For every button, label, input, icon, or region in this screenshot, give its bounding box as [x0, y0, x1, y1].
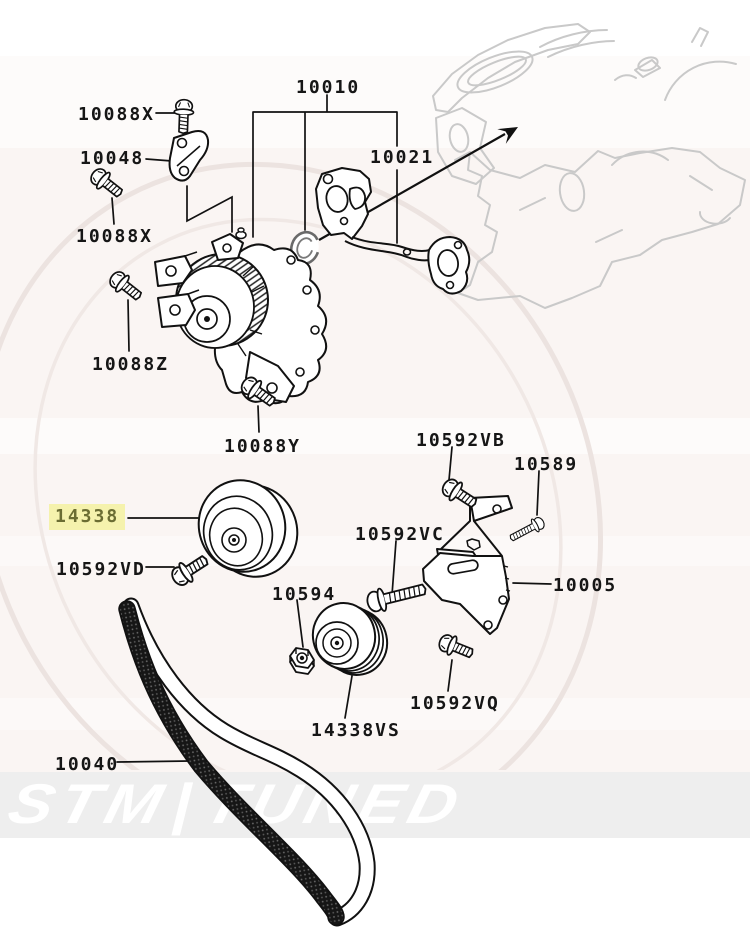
part-label-10021[interactable]: 10021: [370, 147, 435, 168]
part-label-14338-highlighted[interactable]: 14338: [49, 504, 126, 530]
leader-lines: [111, 94, 552, 763]
part-label-10592vq[interactable]: 10592VQ: [410, 693, 500, 714]
tensioner-pulley-drawing: [311, 602, 389, 676]
part-label-10589[interactable]: 10589: [514, 454, 579, 475]
part-label-10592vd[interactable]: 10592VD: [56, 559, 146, 580]
part-label-10005[interactable]: 10005: [553, 575, 618, 596]
bolt-10088x-top-drawing: [172, 98, 195, 135]
part-label-10592vc[interactable]: 10592VC: [355, 524, 445, 545]
nut-10594-drawing: [289, 647, 315, 675]
part-label-10088z[interactable]: 10088Z: [92, 354, 170, 375]
watermark-band: STM|TUNED: [0, 772, 750, 838]
bolt-10592vq-drawing: [435, 630, 477, 664]
gasket-drawing: [315, 167, 471, 295]
part-label-10088x-top[interactable]: 10088X: [78, 104, 156, 125]
background-stripe: [0, 536, 750, 566]
bracket-10048-drawing: [168, 130, 210, 182]
bolt-10592vd-drawing: [167, 549, 214, 591]
part-label-10010[interactable]: 10010: [296, 77, 361, 98]
part-label-10594[interactable]: 10594: [272, 584, 337, 605]
part-label-10048[interactable]: 10048: [80, 148, 145, 169]
part-label-10040[interactable]: 10040: [55, 754, 120, 775]
bolt-10088z-drawing: [105, 267, 147, 306]
watermark-swoosh: [0, 161, 603, 770]
background-stripe: [0, 418, 750, 454]
ghost-engine-outline: [432, 23, 746, 309]
part-label-14338vs[interactable]: 14338VS: [311, 720, 401, 741]
bolt-10592vc-drawing: [364, 576, 430, 616]
background-stripe: [0, 698, 750, 730]
water-pump-drawing: [154, 227, 328, 405]
part-label-10592vb[interactable]: 10592VB: [416, 430, 506, 451]
part-label-10088y[interactable]: 10088Y: [224, 436, 302, 457]
belt-drawing: [118, 597, 376, 927]
bolt-10088x-lower-drawing: [86, 164, 128, 203]
background-stripe: [0, 56, 750, 148]
part-label-10088x-lower[interactable]: 10088X: [76, 226, 154, 247]
bracket-10005-drawing: [422, 495, 513, 635]
idler-pulley-drawing: [197, 479, 299, 578]
bolt-10589-drawing: [506, 514, 548, 546]
